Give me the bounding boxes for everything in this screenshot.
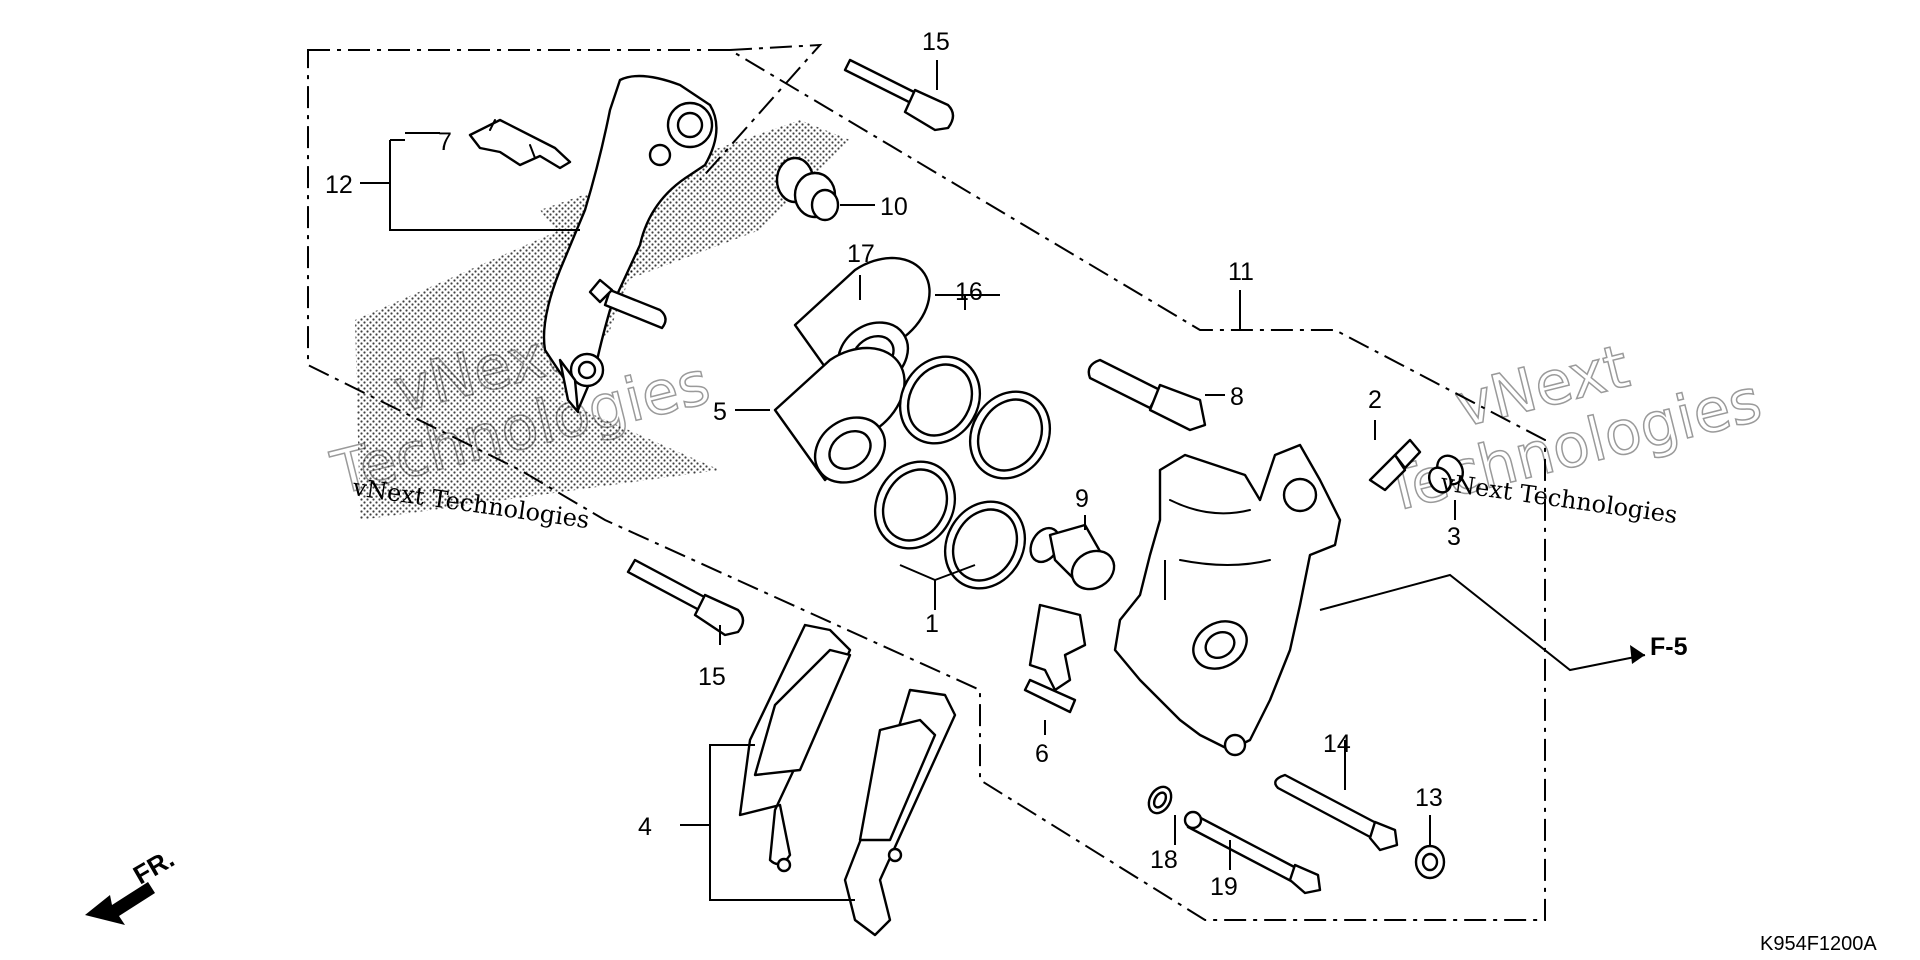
assembly-outline-15 — [699, 43, 823, 181]
callout-16: 16 — [955, 278, 983, 306]
callout-14: 14 — [1323, 730, 1351, 758]
callout-2: 2 — [1368, 386, 1382, 414]
brake-pads — [738, 623, 957, 937]
callout-7: 7 — [438, 128, 452, 156]
callout-15-lower: 15 — [698, 663, 726, 691]
front-direction-arrow-icon — [85, 882, 155, 925]
callout-6: 6 — [1035, 740, 1049, 768]
callout-17: 17 — [847, 240, 875, 268]
caliper-body — [1113, 443, 1342, 757]
bleeder-cap — [1427, 454, 1465, 494]
nut-13 — [1414, 844, 1446, 880]
callout-9: 9 — [1075, 485, 1089, 513]
piston-5 — [773, 346, 906, 484]
callout-8: 8 — [1230, 383, 1244, 411]
leader-lines — [360, 60, 1646, 901]
callout-13: 13 — [1415, 784, 1443, 812]
arrow-head-f5 — [1630, 645, 1645, 664]
washer-18 — [1147, 785, 1173, 815]
caliper-bracket — [542, 74, 718, 414]
callout-12: 12 — [325, 171, 353, 199]
assembly-outline-12 — [307, 49, 1546, 921]
slide-pin-14 — [1274, 773, 1399, 852]
reference-f5: F-5 — [1650, 633, 1688, 661]
front-direction-label: FR. — [128, 843, 179, 890]
slide-pin-8 — [1087, 358, 1207, 432]
diagram-code: K954F1200A — [1760, 933, 1877, 955]
piston-seals — [873, 355, 1052, 590]
bolt-lower — [626, 558, 745, 637]
pin-bolt-9 — [1029, 523, 1116, 591]
bleeder-valve — [1368, 438, 1422, 492]
slide-pin-19 — [1183, 810, 1322, 895]
callout-3: 3 — [1447, 523, 1461, 551]
callout-19: 19 — [1210, 873, 1238, 901]
pad-spring-clip — [468, 118, 572, 170]
callout-1: 1 — [925, 610, 939, 638]
callout-4: 4 — [638, 813, 652, 841]
callout-15-upper: 15 — [922, 28, 950, 56]
shading-left — [355, 230, 720, 520]
callout-5: 5 — [713, 398, 727, 426]
callout-11: 11 — [1228, 258, 1254, 286]
pad-spring — [1023, 603, 1087, 714]
bolt-upper — [843, 58, 955, 132]
callout-18: 18 — [1150, 846, 1178, 874]
dust-boot — [775, 156, 840, 222]
callout-10: 10 — [880, 193, 908, 221]
